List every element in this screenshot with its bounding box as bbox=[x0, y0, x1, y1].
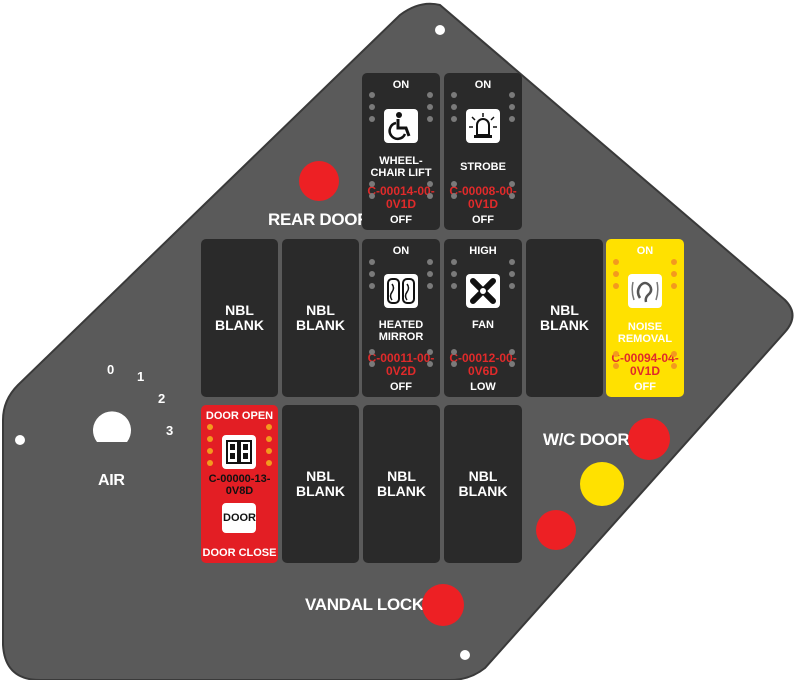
strobe-light-icon bbox=[466, 109, 500, 143]
rear-door-button[interactable] bbox=[299, 161, 339, 201]
door-switch[interactable]: DOOR OPEN C-00000-13- 0V8D DOOR DOOR CLO… bbox=[201, 405, 278, 563]
rear-door-label: REAR DOOR bbox=[268, 210, 370, 229]
fan-switch[interactable]: HIGH FAN C-00012-00- 0V6D LOW bbox=[444, 239, 522, 397]
wc-door-lower-button[interactable] bbox=[536, 510, 576, 550]
wc-door-button[interactable] bbox=[628, 418, 670, 460]
noise-removal-on-label: ON bbox=[636, 245, 654, 257]
strobe-code: C-00008-00- 0V1D bbox=[449, 184, 517, 211]
heated-mirror-icon bbox=[384, 274, 418, 308]
vandal-lock-label: VANDAL LOCK bbox=[305, 595, 424, 614]
blank-switch-r3c4[interactable]: NBL BLANK bbox=[444, 405, 522, 563]
strobe-on-label: ON bbox=[474, 79, 492, 91]
door-open-label: DOOR OPEN bbox=[205, 410, 274, 422]
blank-switch-r3c2[interactable]: NBL BLANK bbox=[282, 405, 359, 563]
door-label: DOOR bbox=[223, 512, 256, 524]
blank-label: NBL BLANK bbox=[296, 468, 345, 499]
door-label-box bbox=[222, 503, 256, 533]
wheelchair-on-label: ON bbox=[392, 79, 410, 91]
door-close-label: DOOR CLOSE bbox=[202, 547, 277, 559]
fan-high-label: HIGH bbox=[469, 245, 497, 257]
fan-code: C-00012-00- 0V6D bbox=[449, 351, 517, 378]
screw-right bbox=[769, 350, 779, 360]
hearing-icon bbox=[628, 274, 662, 308]
door-icon bbox=[222, 435, 256, 469]
heated-mirror-name: HEATED MIRROR bbox=[378, 319, 424, 343]
fan-icon bbox=[466, 274, 500, 308]
blank-label: NBL BLANK bbox=[296, 302, 345, 333]
wc-door-label: W/C DOOR bbox=[543, 430, 630, 449]
wheelchair-lift-switch[interactable]: ON WHEEL- CHAIR LIFT C-00014-00- 0V1D OF… bbox=[362, 73, 440, 230]
screw-left bbox=[15, 435, 25, 445]
heated-mirror-switch[interactable]: ON HEATED MIRROR C-00011-00- 0V2D OFF bbox=[362, 239, 440, 397]
blank-switch-r3c3[interactable]: NBL BLANK bbox=[363, 405, 440, 563]
air-knob[interactable] bbox=[93, 411, 132, 442]
noise-removal-off-label: OFF bbox=[634, 381, 656, 393]
air-position-0: 0 bbox=[107, 362, 115, 377]
blank-label: NBL BLANK bbox=[540, 302, 589, 333]
vandal-lock-button[interactable] bbox=[422, 584, 464, 626]
fan-name: FAN bbox=[472, 319, 494, 331]
blank-label: NBL BLANK bbox=[458, 468, 508, 499]
blank-switch-r2c2[interactable]: NBL BLANK bbox=[282, 239, 359, 397]
noise-removal-switch[interactable]: ON NOISE REMOVAL C-00094-04- 0V1D OFF bbox=[606, 239, 684, 397]
blank-switch-r2c1[interactable]: NBL BLANK bbox=[201, 239, 278, 397]
blank-label: NBL BLANK bbox=[377, 468, 426, 499]
air-label: AIR bbox=[98, 472, 125, 489]
strobe-name: STROBE bbox=[460, 161, 506, 173]
air-position-1: 1 bbox=[137, 369, 145, 384]
heated-mirror-on-label: ON bbox=[392, 245, 410, 257]
door-code: C-00000-13- 0V8D bbox=[208, 473, 271, 497]
blank-label: NBL BLANK bbox=[215, 302, 264, 333]
fan-low-label: LOW bbox=[470, 381, 496, 393]
strobe-switch[interactable]: ON STROBE C-00008-00- 0V1D OFF bbox=[444, 73, 522, 230]
screw-bottom bbox=[460, 650, 470, 660]
blank-switch-r2c5[interactable]: NBL BLANK bbox=[526, 239, 603, 397]
wc-door-yellow-button[interactable] bbox=[580, 462, 624, 506]
air-position-2: 2 bbox=[158, 391, 166, 406]
heated-mirror-code: C-00011-00- 0V2D bbox=[367, 351, 435, 378]
wheelchair-code: C-00014-00- 0V1D bbox=[367, 184, 435, 211]
strobe-off-label: OFF bbox=[472, 214, 494, 226]
heated-mirror-off-label: OFF bbox=[390, 381, 412, 393]
wheelchair-name: WHEEL- CHAIR LIFT bbox=[370, 155, 432, 179]
screw-top bbox=[435, 25, 445, 35]
noise-removal-code: C-00094-04- 0V1D bbox=[611, 351, 679, 378]
air-position-3: 3 bbox=[166, 423, 174, 438]
wheelchair-off-label: OFF bbox=[390, 214, 412, 226]
wheelchair-icon bbox=[384, 109, 418, 143]
noise-removal-name: NOISE REMOVAL bbox=[617, 321, 673, 345]
